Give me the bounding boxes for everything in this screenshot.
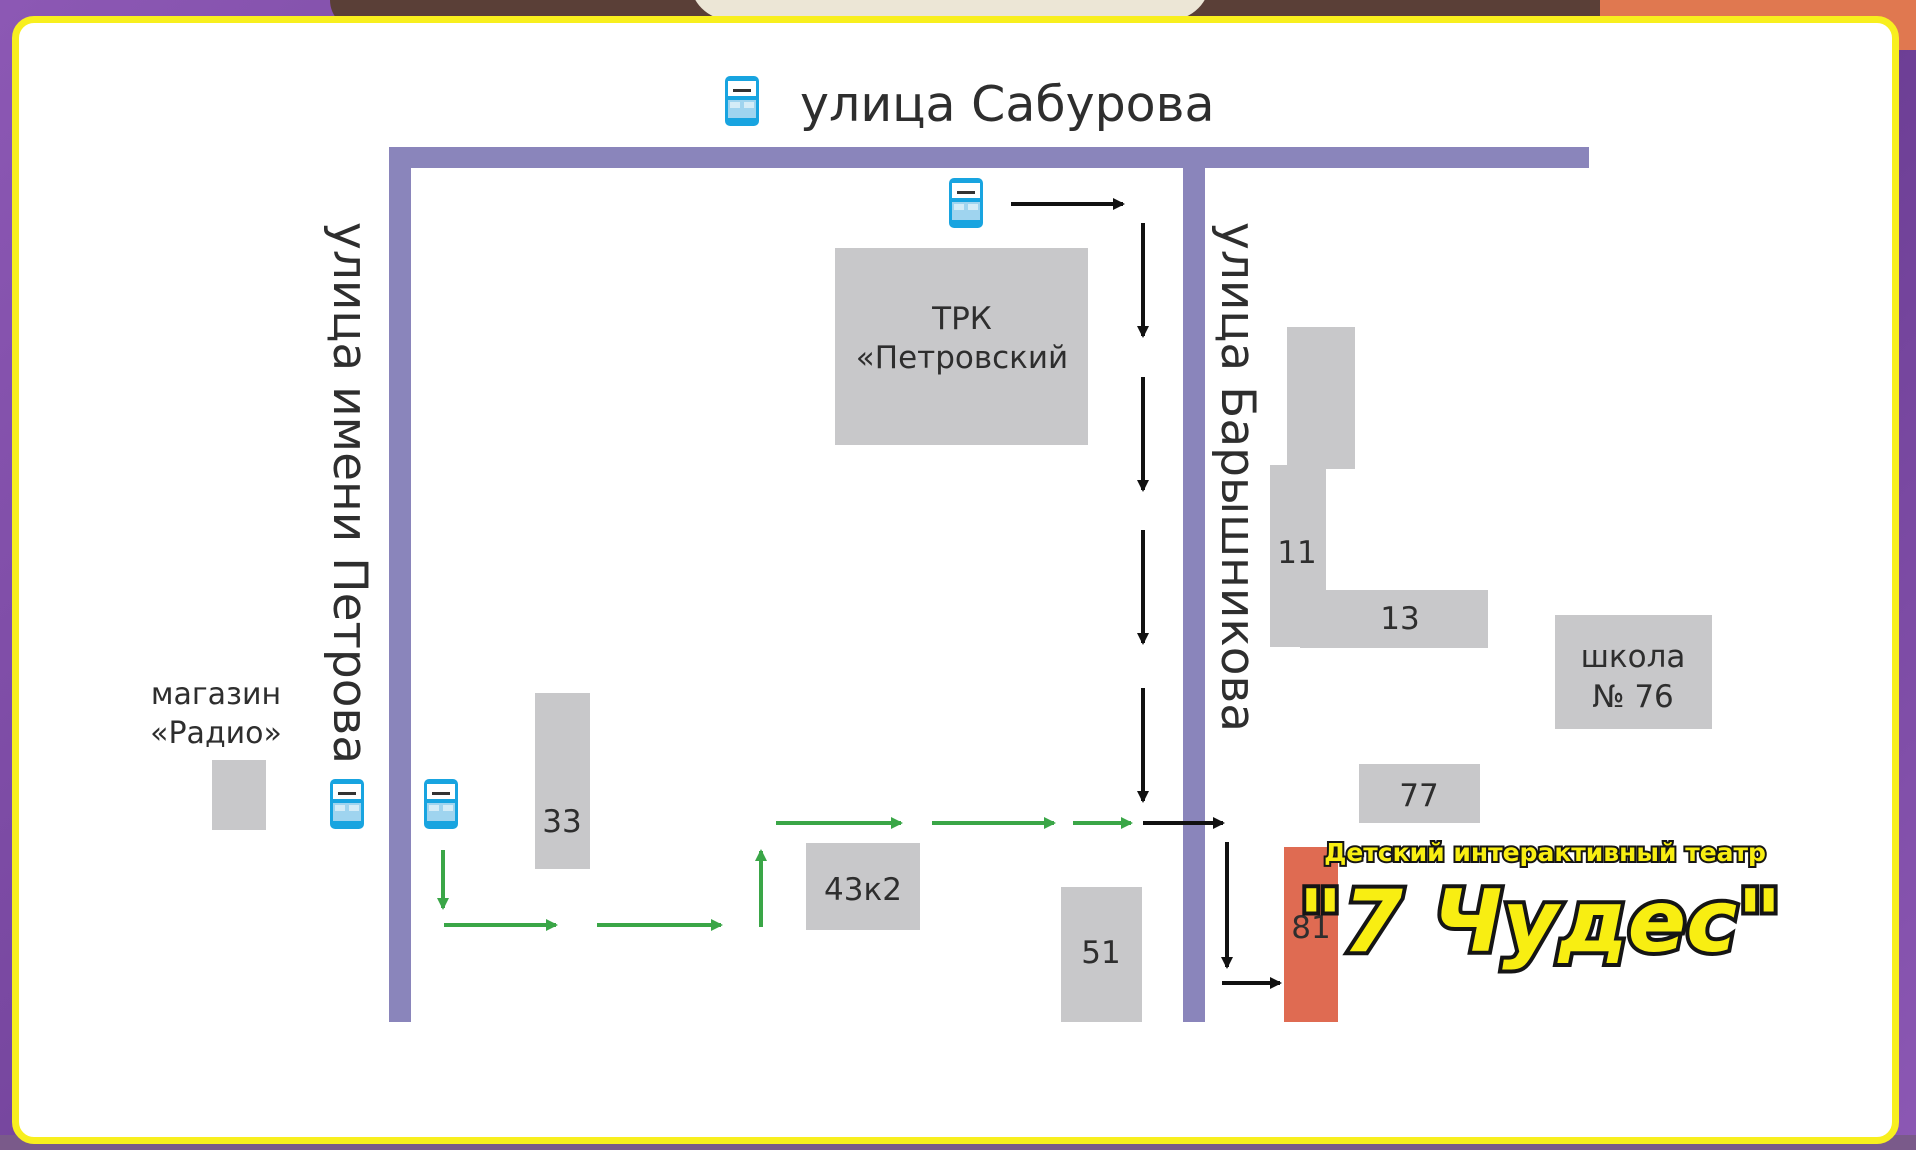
building-number: 81 xyxy=(1291,910,1330,946)
street-label-saburova: улица Сабурова xyxy=(800,76,1215,133)
bus-stop-icon xyxy=(424,779,458,829)
bus-stop-icon xyxy=(330,779,364,829)
theatre-name: "7 Чудес" xyxy=(1298,872,1782,972)
building-shop-radio xyxy=(212,760,266,830)
road-saburova xyxy=(389,147,1589,168)
road-petrova xyxy=(389,147,411,1022)
road-baryshnikova xyxy=(1183,147,1205,1022)
building-school-76 xyxy=(1555,615,1712,729)
background-shape xyxy=(690,0,1210,20)
shop-label-line1: магазин xyxy=(151,677,281,712)
building-51 xyxy=(1061,887,1142,1022)
school-label-line1: школа xyxy=(1581,639,1686,675)
shop-label-line2: «Радио» xyxy=(150,716,282,751)
building-trk-petrovsky xyxy=(835,248,1088,445)
building-13 xyxy=(1300,590,1488,648)
theatre-subtitle: Детский интерактивный театр xyxy=(1324,838,1766,867)
building-number: 33 xyxy=(542,804,581,840)
building-43k2 xyxy=(806,843,920,930)
building-77 xyxy=(1359,764,1480,823)
building-number: 43к2 xyxy=(824,872,902,908)
building-number: 77 xyxy=(1399,778,1438,814)
building-33 xyxy=(535,693,590,869)
bus-stop-icon xyxy=(949,178,983,228)
street-label-baryshnikova: улица Барышникова xyxy=(1210,222,1265,732)
building-11-upper xyxy=(1287,327,1355,469)
building-number: 11 xyxy=(1277,535,1316,571)
trk-label-line1: ТРК xyxy=(931,301,992,337)
building-81-theatre xyxy=(1284,847,1338,1022)
bus-stop-icon xyxy=(725,76,759,126)
street-label-petrova: улица имени Петрова xyxy=(322,222,377,764)
building-number: 51 xyxy=(1081,935,1120,971)
trk-label-line2: «Петровский xyxy=(856,340,1068,376)
building-number: 13 xyxy=(1380,601,1419,637)
school-label-line2: № 76 xyxy=(1592,679,1674,715)
